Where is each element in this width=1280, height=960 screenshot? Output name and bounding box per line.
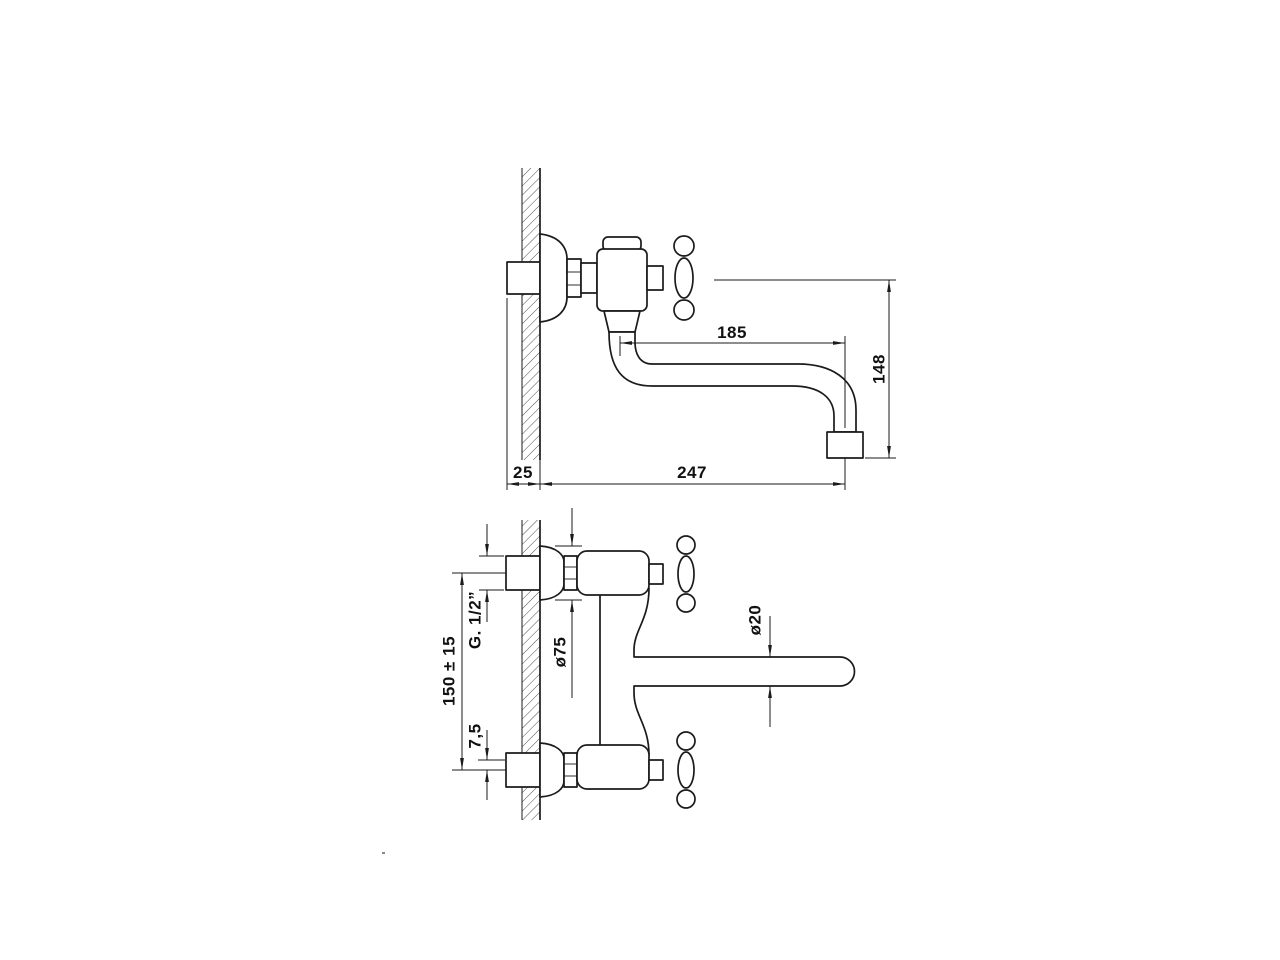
dim-inlet-centers: 150 ± 15 (440, 636, 459, 706)
handle-stem-top (648, 563, 664, 585)
handle-ball (676, 535, 696, 555)
faucet-side (506, 233, 864, 459)
side-view: 185 148 25 247 (506, 168, 896, 490)
handle-hub-top (677, 555, 695, 593)
faucet-plan (505, 535, 856, 809)
dim-eccentric-offset: 7,5 (466, 723, 485, 748)
valve-body (596, 248, 648, 312)
plan-view: 150 ± 15 G. 1/2” 7,5 ø75 ø20 (440, 508, 856, 820)
aerator (826, 431, 864, 459)
handle-stem (646, 265, 664, 291)
handle-hub (674, 257, 694, 299)
dim-spout-diameter: ø20 (746, 605, 765, 636)
wall-section (521, 168, 541, 460)
escutcheon-top (539, 545, 565, 601)
dim-outlet-height: 148 (870, 354, 889, 384)
spout (608, 331, 857, 433)
hex-nut-bottom (563, 752, 578, 788)
hex-nut (566, 258, 582, 298)
dim-total-projection: 247 (677, 463, 707, 482)
wall-hatch (522, 520, 540, 820)
escutcheon-bottom (539, 742, 565, 798)
handle-ball-bottom (673, 299, 695, 321)
side-view-dimensions: 185 148 25 247 (506, 279, 896, 490)
handle-stem-bottom (648, 759, 664, 781)
wall-hatch (522, 168, 540, 460)
hex-nut-top (563, 555, 578, 591)
escutcheon (539, 233, 568, 323)
handle-ball (676, 731, 696, 751)
inlet-fitting-bottom (505, 752, 541, 788)
handle-ball (676, 789, 696, 809)
dim-rosette-diameter: ø75 (551, 637, 570, 668)
valve-top (576, 550, 650, 596)
dim-spout-reach: 185 (717, 323, 747, 342)
plan-view-dimensions: 150 ± 15 G. 1/2” 7,5 ø75 ø20 (440, 508, 772, 800)
inlet-fitting-top (505, 555, 541, 591)
inlet-fitting (506, 261, 541, 295)
dim-wall-thickness: 25 (513, 463, 533, 482)
connector (580, 262, 598, 294)
handle-hub-bottom (677, 751, 695, 789)
body-and-spout (599, 587, 856, 756)
valve-bottom (576, 744, 650, 790)
spout-nut (603, 310, 641, 333)
print-artifact (382, 852, 385, 854)
dim-inlet-thread: G. 1/2” (466, 591, 485, 649)
handle-ball-top (673, 235, 695, 257)
handle-ball (676, 593, 696, 613)
